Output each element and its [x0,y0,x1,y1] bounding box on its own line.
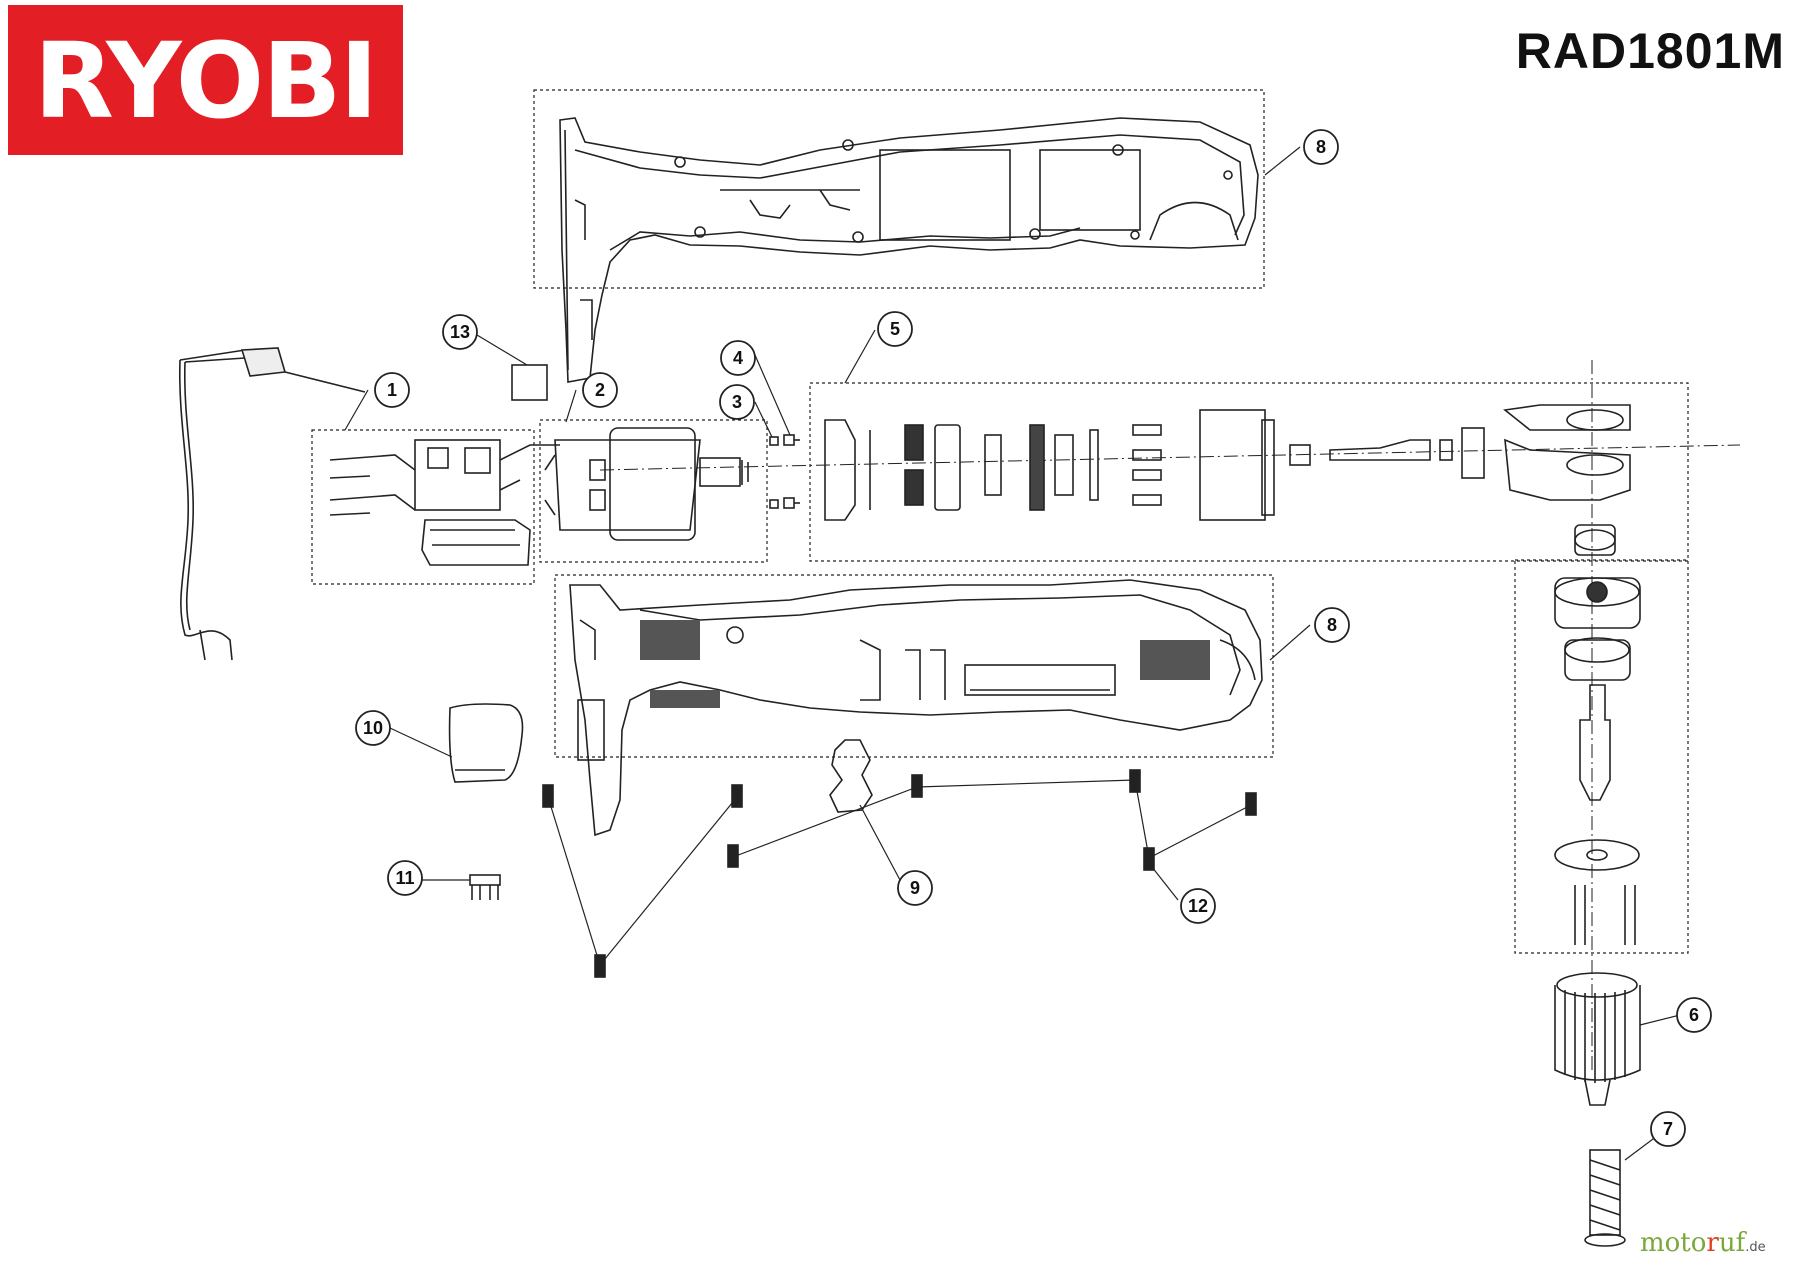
callout-7: 7 [1650,1111,1686,1147]
spindle-stack [1554,524,1641,945]
svg-text:3: 3 [732,392,742,412]
motoruf-watermark: motoruf.de [1640,1228,1766,1258]
trigger-bracket [829,739,873,813]
svg-text:2: 2 [595,380,605,400]
watermark-part-2: r [1706,1228,1719,1258]
gearbox-parts [824,404,1631,521]
switch-group-box [311,429,535,585]
svg-text:12: 12 [1188,896,1208,916]
callouts: 1 2 3 4 5 6 7 8 8 9 10 11 12 13 [355,129,1712,1147]
callout-9: 9 [897,870,933,906]
callout-4: 4 [720,340,756,376]
callout-8-bottom: 8 [1314,607,1350,643]
callout-1: 1 [374,372,410,408]
motor-group-box [539,419,768,563]
housing-top-group-box [533,89,1265,289]
housing-lower-half [569,579,1263,837]
watermark-part-1: moto [1640,1228,1707,1258]
ryobi-logo: RYOBI [8,5,403,155]
center-axis [599,444,1741,471]
chuck-screw [1584,1149,1626,1247]
svg-text:13: 13 [450,322,470,342]
callout-3: 3 [719,384,755,420]
motor-screws [769,434,800,509]
battery-cap [448,703,524,783]
svg-text:9: 9 [910,878,920,898]
motor [544,427,749,541]
svg-text:6: 6 [1689,1005,1699,1025]
watermark-suffix: .de [1745,1240,1766,1255]
svg-text:11: 11 [395,868,414,888]
switch-assembly [178,347,560,661]
spacer-block [511,364,548,401]
gearbox-group-box [809,382,1689,562]
callout-8-top: 8 [1303,129,1339,165]
housing-screws [542,769,1257,978]
leader-lines [344,146,1681,1161]
svg-text:8: 8 [1327,615,1337,635]
watermark-part-3: uf [1718,1228,1746,1258]
callout-12: 12 [1180,888,1216,924]
drill-chuck [1554,972,1641,1106]
svg-text:1: 1 [387,380,397,400]
callout-6: 6 [1676,997,1712,1033]
svg-text:4: 4 [733,348,743,368]
callout-10: 10 [355,710,391,746]
svg-text:5: 5 [890,319,900,339]
model-number: RAD1801M [1515,23,1785,79]
svg-text:RYOBI: RYOBI [34,20,376,142]
svg-text:10: 10 [363,718,383,738]
housing-upper-half [559,117,1259,383]
callout-2: 2 [582,372,618,408]
ryobi-logo-art: RYOBI [8,5,403,155]
clip [469,874,501,900]
chuck-spindle-group-box [1514,559,1689,954]
svg-text:7: 7 [1663,1119,1673,1139]
callout-11: 11 [387,860,423,896]
callout-13: 13 [442,314,478,350]
svg-text:8: 8 [1316,137,1326,157]
callout-5: 5 [877,311,913,347]
